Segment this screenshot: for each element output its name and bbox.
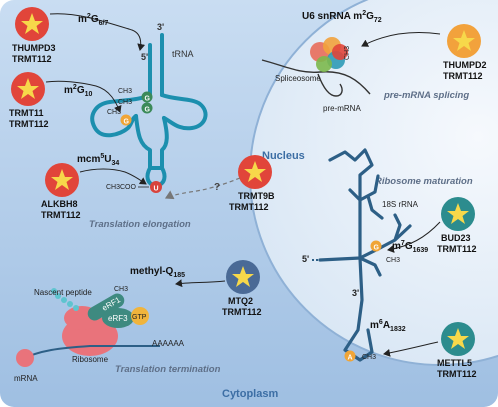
ch3coo-label: CH3COO <box>106 184 137 191</box>
modification-arrows <box>45 13 226 288</box>
mrna-label: mRNA <box>14 374 38 383</box>
gtp-label: GTP <box>132 314 147 321</box>
nascent-peptide-label: Nascent peptide <box>34 288 92 297</box>
enzyme-name: THUMPD3 <box>12 43 56 53</box>
enzyme-partner: TRMT112 <box>437 369 477 379</box>
modification-m2g10: m2G10 <box>64 84 92 98</box>
star-icon <box>11 72 45 106</box>
enzyme-partner: TRMT112 <box>222 307 262 317</box>
star-icon <box>226 260 260 294</box>
ch3-label: CH3 <box>386 257 400 264</box>
rrna-g-letter: G <box>374 245 380 252</box>
enzyme-name: THUMPD2 <box>443 60 487 70</box>
ch3-label: CH3 <box>118 88 132 95</box>
process-premrna-splicing: pre-mRNA splicing <box>383 90 469 101</box>
trna-g-letter: G <box>145 96 151 103</box>
star-icon <box>238 155 272 189</box>
enzyme-name: ALKBH8 <box>41 199 78 209</box>
rrna-5prime-label: 5' <box>302 254 309 264</box>
premrna-label: pre-mRNA <box>323 104 361 113</box>
enzyme-name: TRMT11 <box>9 108 44 118</box>
rrna-structure <box>318 148 412 362</box>
rrna-18s-label: 18S rRNA <box>382 200 419 209</box>
ch3-label: CH3 <box>107 109 121 116</box>
enzyme-partner: TRMT112 <box>41 210 81 220</box>
nascent-peptide <box>51 288 79 311</box>
process-ribosome-maturation: Ribosome maturation <box>375 176 473 187</box>
trna-3prime-label: 3' <box>157 22 164 32</box>
enzyme-name: MTQ2 <box>228 296 253 306</box>
enzyme-partner: TRMT112 <box>229 202 269 212</box>
ch3-label: CH3 <box>114 286 128 293</box>
star-icon <box>441 197 475 231</box>
enzyme-partner: TRMT112 <box>9 119 49 129</box>
trna-g-nucleotide <box>141 102 153 114</box>
question-mark: ? <box>214 182 220 193</box>
trmt9b-arrow <box>164 177 241 200</box>
star-icon <box>45 163 79 197</box>
polya-label: AAAAAA <box>152 339 185 348</box>
trna-g-letter: G <box>145 107 151 114</box>
trna-u34-nucleotide <box>150 181 162 193</box>
rrna-3prime-label: 3' <box>352 288 359 298</box>
erf3-label: eRF3 <box>108 314 128 323</box>
trna-label: tRNA <box>172 49 194 59</box>
mettl5-arrow <box>383 341 439 357</box>
trna-g10-letter: G <box>124 119 130 126</box>
enzyme-name: TRMT9B <box>238 191 275 201</box>
cytoplasm-label: Cytoplasm <box>222 388 278 400</box>
rrna-a-letter: A <box>348 355 353 362</box>
enzyme-partner: TRMT112 <box>443 71 483 81</box>
star-icon <box>441 322 475 356</box>
thumpd2-arrow <box>361 32 441 47</box>
modification-m7g1639: m7G1639 <box>392 240 428 254</box>
enzyme-partner: TRMT112 <box>12 54 52 64</box>
process-translation-termination: Translation termination <box>115 364 221 375</box>
modification-u6: U6 snRNA m2G72 <box>302 10 382 24</box>
trna-structure <box>90 33 208 188</box>
ch3-label: CH3 <box>344 46 351 60</box>
modification-m6a1832: m6A1832 <box>370 319 406 333</box>
ribosome-complex <box>16 293 160 367</box>
modification-methylq185: methyl-Q185 <box>130 266 185 279</box>
spliceosome-label: Spliceosome <box>275 74 321 83</box>
star-icon <box>15 7 49 41</box>
process-translation-elongation: Translation elongation <box>89 219 191 230</box>
trna-5prime-label: 5' <box>141 52 148 62</box>
rrna-g-nucleotide <box>370 240 382 252</box>
ch3-label: CH3 <box>118 99 132 106</box>
ribosome-label: Ribosome <box>72 355 109 364</box>
trna-g-nucleotide <box>141 91 153 103</box>
rrna-a-nucleotide <box>344 350 356 362</box>
trna-g10-nucleotide <box>120 114 132 126</box>
star-icon <box>447 24 481 58</box>
spliceosome <box>261 37 371 97</box>
enzyme-name: METTL5 <box>437 358 472 368</box>
modification-mcm5u34: mcm5U34 <box>77 153 119 167</box>
ch3-label: CH3 <box>362 354 376 361</box>
enzyme-partner: TRMT112 <box>437 244 477 254</box>
bud23-arrow <box>387 221 441 253</box>
trna-u-letter: U <box>154 186 159 193</box>
enzyme-name: BUD23 <box>441 233 471 243</box>
nucleus-label: Nucleus <box>262 150 305 162</box>
